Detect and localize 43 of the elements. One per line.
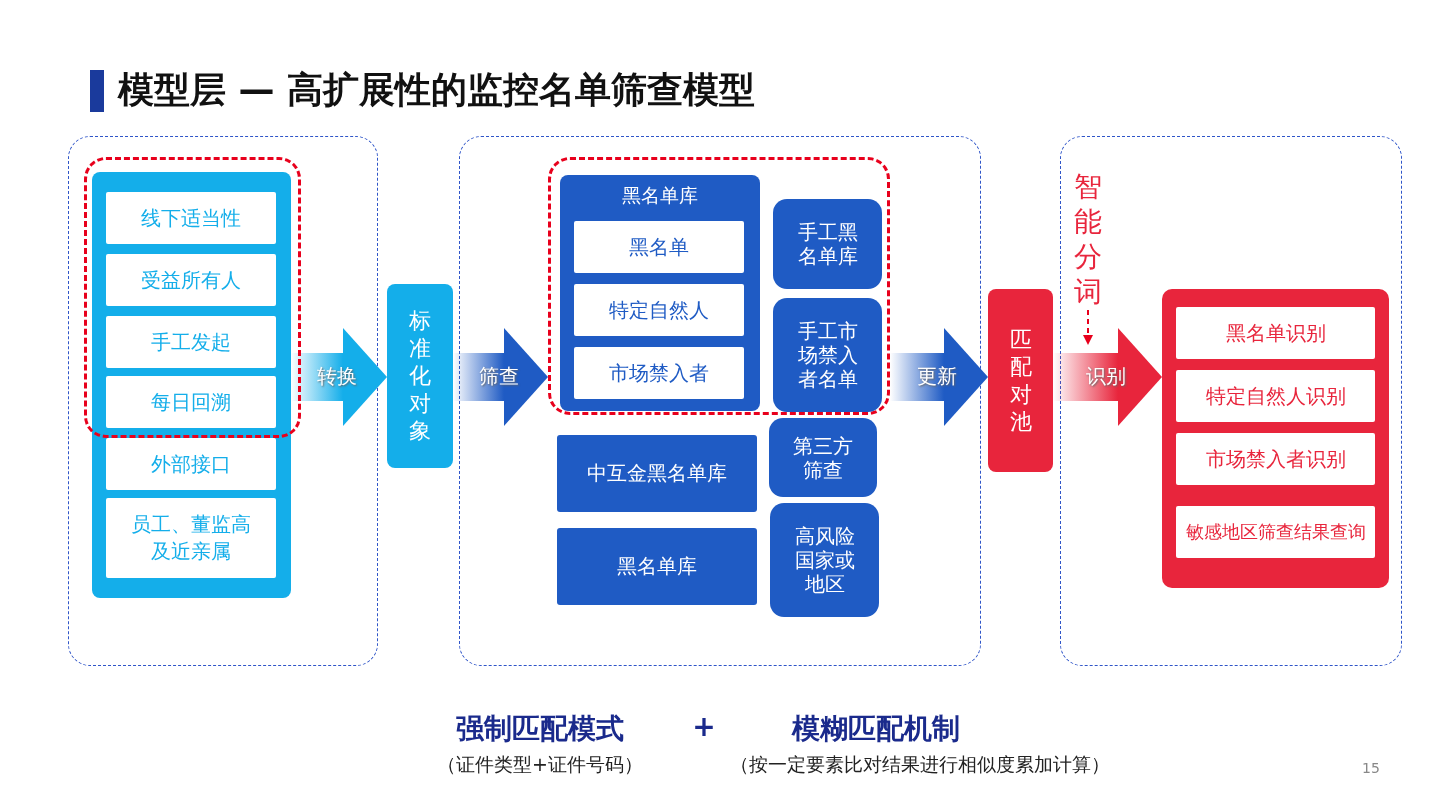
page-number: 15 — [1361, 760, 1381, 776]
box-heading: 黑名单库 — [621, 183, 699, 208]
source-box: 第三方筛查 — [769, 418, 877, 497]
subtitle: 强制匹配模式 — [455, 711, 625, 747]
result-box: 黑名单识别 — [1176, 307, 1375, 359]
process-box: 匹配对池 — [988, 289, 1053, 472]
category-column — [92, 172, 291, 598]
category-box: 受益所有人 — [106, 254, 276, 306]
result-box: 敏感地区筛查结果查询 — [1176, 506, 1375, 558]
edge-label: 识别 — [1084, 363, 1127, 390]
result-box: 特定自然人识别 — [1176, 370, 1375, 422]
source-box: 高风险国家或地区 — [770, 503, 879, 617]
subtitle: 模糊匹配机制 — [790, 711, 961, 747]
source-box: 手工黑名单库 — [773, 199, 882, 289]
source-box: 黑名单库 — [557, 528, 757, 605]
highlight-frame — [548, 157, 890, 415]
slide-title: 模型层 — 高扩展性的监控名单筛查模型 — [118, 68, 756, 112]
result-box: 市场禁入者识别 — [1176, 433, 1375, 485]
list-database-box — [560, 175, 760, 411]
source-box: 中互金黑名单库 — [557, 435, 757, 512]
list-box: 市场禁入者 — [574, 347, 744, 399]
edge-label: 更新 — [916, 363, 958, 390]
category-box: 员工、董监高及近亲属 — [106, 498, 276, 578]
category-box: 外部接口 — [106, 438, 276, 490]
edge-label: 转换 — [316, 363, 358, 390]
vertical-label: 智能分词 — [1068, 172, 1108, 306]
result-panel — [1162, 289, 1389, 588]
note: （按一定要素比对结果进行相似度累加计算） — [729, 752, 1111, 777]
plus-sign: + — [691, 710, 717, 743]
source-box: 手工市场禁入者名单 — [773, 298, 882, 412]
note: （证件类型+证件号码） — [436, 752, 644, 777]
block-arrow — [291, 328, 387, 426]
list-box: 黑名单 — [574, 221, 744, 273]
edge-label: 筛查 — [477, 363, 520, 390]
block-arrow — [453, 328, 548, 426]
arrow — [1083, 309, 1093, 345]
list-box: 特定自然人 — [574, 284, 744, 336]
category-box: 手工发起 — [106, 316, 276, 368]
block-arrow — [890, 328, 988, 426]
category-box: 线下适当性 — [106, 192, 276, 244]
block-arrow — [1053, 328, 1162, 426]
process-box: 标准化对象 — [387, 284, 453, 468]
category-box: 每日回溯 — [106, 376, 276, 428]
